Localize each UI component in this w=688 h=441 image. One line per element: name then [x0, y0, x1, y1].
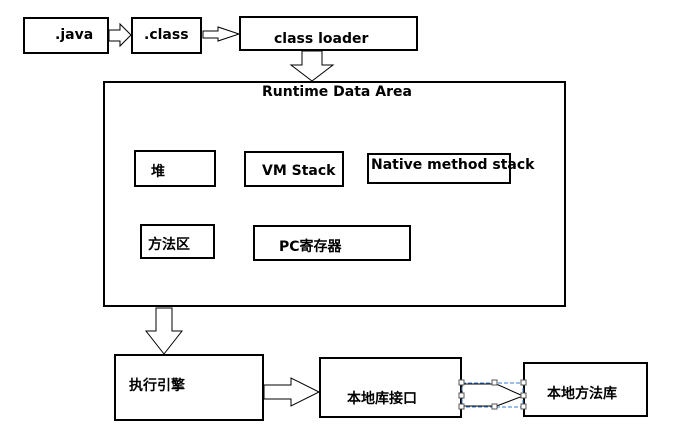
heap-label: 堆: [151, 164, 165, 180]
handle: [520, 392, 527, 399]
method-area-box[interactable]: [140, 224, 215, 259]
class-loader-label: class loader: [274, 31, 369, 47]
arrow-loader-to-rda: [289, 50, 335, 82]
native-interface-box[interactable]: [319, 357, 462, 418]
execution-engine-label: 执行引擎: [129, 378, 185, 394]
heap-box[interactable]: [134, 150, 216, 187]
handle: [458, 392, 465, 399]
java-label: .java: [55, 27, 94, 43]
native-interface-label: 本地库接口: [347, 391, 417, 407]
handle: [458, 403, 465, 410]
java-box[interactable]: [23, 17, 109, 54]
arrow-class-to-loader: [202, 26, 241, 42]
class-loader-box[interactable]: [239, 16, 418, 51]
class-box[interactable]: [131, 17, 202, 54]
handle: [520, 379, 527, 386]
native-library-box[interactable]: [523, 362, 648, 417]
runtime-data-area-box[interactable]: [103, 81, 566, 307]
native-method-stack-box[interactable]: [367, 153, 511, 184]
handle: [458, 379, 465, 386]
execution-engine-box[interactable]: [114, 354, 264, 421]
handle: [520, 403, 527, 410]
vm-stack-label: VM Stack: [262, 163, 336, 179]
arrow-interface-to-library: [461, 382, 525, 408]
native-method-stack-label: Native method stack: [371, 157, 535, 173]
handle: [491, 403, 498, 410]
runtime-data-area-label: Runtime Data Area: [262, 84, 412, 100]
pc-register-box[interactable]: [253, 225, 411, 261]
method-area-label: 方法区: [148, 237, 190, 253]
vm-stack-box[interactable]: [244, 151, 344, 187]
arrow-rda-to-engine: [144, 307, 184, 355]
selection-overlay: [458, 379, 527, 410]
handle: [491, 379, 498, 386]
class-label: .class: [144, 27, 189, 43]
native-library-label: 本地方法库: [547, 386, 617, 402]
arrow-java-to-class: [108, 22, 132, 48]
arrow-engine-to-interface: [263, 377, 321, 407]
pc-register-label: PC寄存器: [279, 239, 342, 255]
